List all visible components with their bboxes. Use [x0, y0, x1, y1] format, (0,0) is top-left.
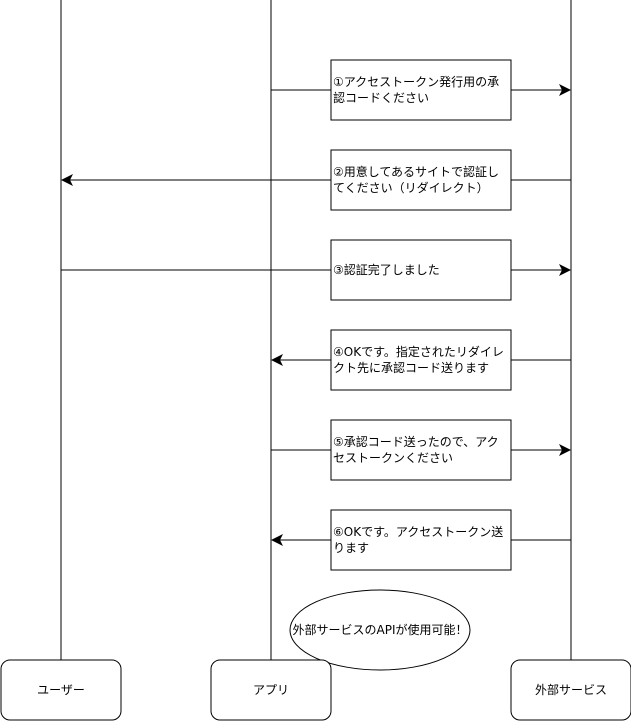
message-2-label: ②用意してあるサイトで認証し てください（リダイレクト） — [333, 165, 500, 195]
message-4-box — [330, 329, 512, 391]
message-4 — [271, 329, 571, 391]
actor-label-user: ユーザー — [37, 683, 85, 697]
message-3-box — [330, 239, 512, 301]
note-label: 外部サービスのAPIが使用可能！ — [292, 623, 468, 637]
message-1 — [271, 59, 571, 121]
message-3 — [61, 239, 571, 301]
message-1-label: ①アクセストークン発行用の承 認コードください — [333, 75, 500, 105]
actor-box-service — [510, 659, 631, 721]
actor-label-app: アプリ — [252, 683, 289, 697]
message-5-label: ⑤承認コード送ったので、アク セストークンください — [333, 435, 499, 465]
message-4-label: ④OKです。指定されたリダイレ クト先に承認コード送ります — [333, 345, 504, 375]
message-3-label: ③認証完了しました — [333, 263, 440, 277]
message-6 — [271, 509, 571, 571]
note-ellipse — [289, 589, 471, 671]
message-5 — [271, 419, 571, 481]
actor-box-user — [0, 659, 122, 721]
message-1-box — [330, 59, 512, 121]
message-2-box — [330, 149, 512, 211]
message-5-box — [330, 419, 512, 481]
actor-label-service: 外部サービス — [534, 683, 607, 697]
message-2 — [61, 149, 571, 211]
message-6-label: ⑥OKです。アクセストークン送 ります — [333, 525, 504, 555]
actor-box-app — [210, 659, 332, 721]
message-6-box — [330, 509, 512, 571]
